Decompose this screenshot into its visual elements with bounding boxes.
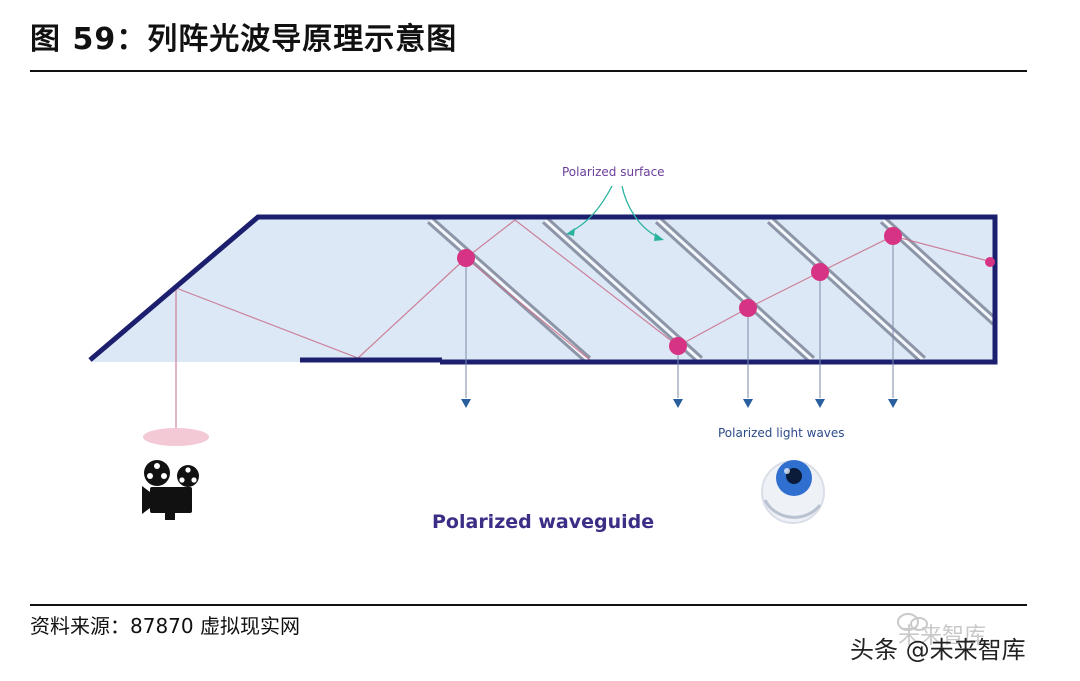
reflection-point	[457, 249, 475, 267]
reflection-point	[739, 299, 757, 317]
arrowhead	[461, 399, 471, 408]
source-note: 资料来源：87870 虚拟现实网	[30, 614, 300, 638]
reflection-point	[669, 337, 687, 355]
reflection-point	[884, 227, 902, 245]
bottom-rule	[30, 604, 1027, 606]
arrowhead	[673, 399, 683, 408]
polarized-surface-label: Polarized surface	[562, 165, 665, 179]
output-rays	[465, 245, 894, 398]
mirror-4-highlight	[768, 218, 925, 362]
top-rule	[30, 70, 1027, 72]
mirror-3-highlight	[656, 218, 814, 362]
ray-segment	[465, 257, 591, 361]
figure-title: 图 59：列阵光波导原理示意图	[30, 22, 458, 57]
pointer-arrowhead	[566, 228, 575, 236]
output-arrowheads	[461, 399, 898, 408]
diagram-caption: Polarized waveguide	[432, 511, 654, 533]
waveguide-body	[92, 217, 995, 362]
polarized-light-waves-label: Polarized light waves	[718, 426, 845, 440]
reflection-points	[457, 227, 995, 355]
arrowhead	[743, 399, 753, 408]
reflection-point	[811, 263, 829, 281]
arrowhead	[888, 399, 898, 408]
projector-icon	[142, 460, 199, 520]
pointer-arrowhead	[654, 233, 664, 241]
projection-spot	[143, 428, 209, 446]
waveguide-outline	[88, 214, 998, 365]
eye-icon	[761, 460, 825, 524]
arrowhead	[815, 399, 825, 408]
watermark: 头条 @未来智库	[850, 636, 1026, 664]
watermark-icon	[897, 613, 928, 631]
mirror-2-highlight	[543, 218, 702, 362]
reflection-point	[985, 257, 995, 267]
polarized-surface-arrows	[569, 185, 661, 239]
